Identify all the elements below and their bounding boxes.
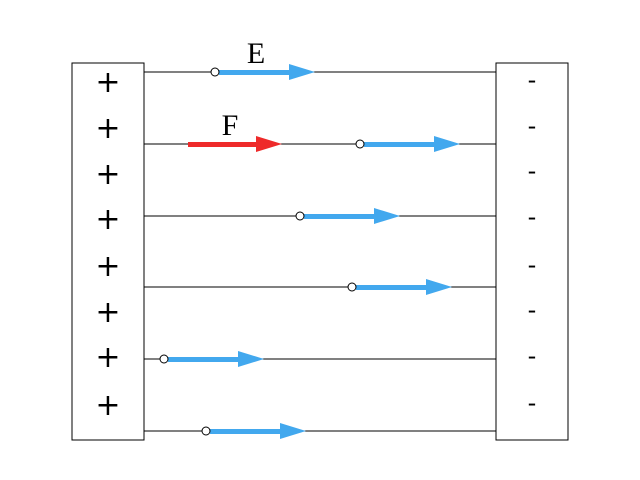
minus-sign: - (528, 296, 537, 324)
field-arrow (210, 64, 315, 80)
plus-sign: + (95, 249, 120, 284)
test-charge (347, 282, 357, 292)
field-label: E (247, 37, 265, 70)
field-arrow (159, 351, 264, 367)
plus-sign: + (95, 157, 120, 192)
field-arrow (347, 279, 452, 295)
positive-charges: + + + + + + + + (95, 65, 120, 423)
plus-sign: + (95, 340, 120, 375)
field-arrow (355, 136, 460, 152)
positive-plate (71, 62, 145, 441)
minus-sign: - (528, 342, 537, 370)
negative-charges: - - - - - - - - (528, 66, 537, 417)
minus-sign: - (528, 112, 537, 140)
force-label: F (222, 109, 239, 142)
minus-sign: - (528, 203, 537, 231)
test-charge (295, 211, 305, 221)
test-charge (355, 139, 365, 149)
field-arrows (159, 64, 460, 439)
plus-sign: + (95, 388, 120, 423)
test-charge (159, 354, 169, 364)
minus-sign: - (528, 389, 537, 417)
minus-sign: - (528, 157, 537, 185)
minus-sign: - (528, 66, 537, 94)
field-arrow (201, 423, 306, 439)
negative-plate (495, 62, 569, 441)
plus-sign: + (95, 202, 120, 237)
field-arrow (295, 208, 400, 224)
minus-sign: - (528, 251, 537, 279)
force-arrow (188, 136, 282, 152)
plus-sign: + (95, 295, 120, 330)
field-lines (144, 71, 496, 432)
plus-sign: + (95, 65, 120, 100)
test-charge (201, 426, 211, 436)
plus-sign: + (95, 111, 120, 146)
test-charge (210, 67, 220, 77)
